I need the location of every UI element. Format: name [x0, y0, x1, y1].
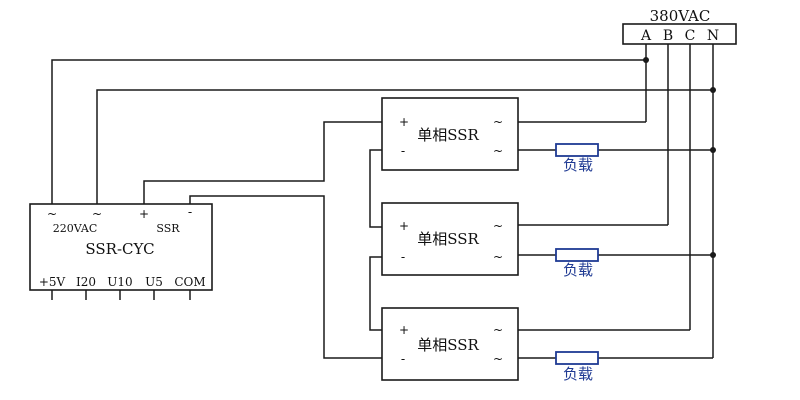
load-2: 负载 — [555, 248, 599, 279]
ssr-minus: - — [401, 144, 405, 158]
ssr-plus: + — [399, 219, 409, 233]
ssr-tilde-top: ~ — [493, 115, 503, 129]
junctions — [643, 57, 716, 258]
wire-supply-n — [96, 89, 713, 204]
controller-box — [29, 203, 213, 291]
wire-chain-1 — [369, 149, 382, 228]
ssr-minus: - — [401, 352, 405, 366]
controller-name: SSR-CYC — [85, 240, 154, 258]
wire-control-minus — [189, 195, 382, 359]
ssr-plus: + — [399, 323, 409, 337]
controller-ssr-label: SSR — [156, 222, 180, 235]
load-3: 负载 — [555, 351, 599, 383]
terminal-u10-label: U10 — [107, 275, 132, 289]
controller-minus: - — [188, 205, 192, 219]
terminal-i20-label: I20 — [76, 275, 96, 289]
load-label: 负载 — [563, 156, 593, 174]
load-label: 负载 — [563, 365, 593, 383]
load-label: 负载 — [563, 261, 593, 279]
terminal-com-label: COM — [174, 275, 205, 289]
controller-tilde-2: ~ — [92, 207, 102, 221]
ssr-plus: + — [399, 115, 409, 129]
ssr-tilde-top: ~ — [493, 219, 503, 233]
wire-control-plus — [143, 121, 382, 204]
ssr-label: 单相SSR — [417, 230, 479, 248]
ssr-module-3: + - ~ ~ 单相SSR — [381, 307, 519, 381]
terminal-5v-label: +5V — [39, 275, 66, 289]
source-title: 380VAC — [650, 7, 711, 25]
wire-chain-2 — [369, 256, 382, 331]
junction-dot — [710, 87, 716, 93]
ssr-tilde-top: ~ — [493, 323, 503, 337]
phase-b-label: B — [663, 28, 673, 44]
ssr-box — [381, 307, 519, 381]
ssr-label: 单相SSR — [417, 126, 479, 144]
junction-dot — [710, 252, 716, 258]
controller-supply-label: 220VAC — [53, 222, 98, 235]
wiring — [51, 44, 714, 359]
power-source: 380VAC A B C N — [622, 7, 737, 45]
load-resistor — [555, 351, 599, 365]
ssr-module-2: + - ~ ~ 单相SSR — [381, 202, 519, 276]
terminal-u5-label: U5 — [145, 275, 163, 289]
controller-plus: + — [139, 207, 149, 221]
phase-n-label: N — [707, 28, 719, 44]
ssr-box — [381, 202, 519, 276]
load-resistor — [555, 143, 599, 157]
wire-supply-l — [51, 59, 646, 204]
source-terminal-block — [622, 23, 737, 45]
ssr-minus: - — [401, 250, 405, 264]
ssr-tilde-bottom: ~ — [493, 250, 503, 264]
controller-tilde-1: ~ — [47, 207, 57, 221]
controller-ssr-cyc: ~ ~ + - 220VAC SSR SSR-CYC +5V I20 U10 U… — [29, 203, 213, 291]
load-1: 负载 — [555, 143, 599, 174]
ssr-tilde-bottom: ~ — [493, 352, 503, 366]
ssr-box — [381, 97, 519, 171]
load-resistor — [555, 248, 599, 262]
junction-dot — [710, 147, 716, 153]
junction-dot — [643, 57, 649, 63]
phase-a-label: A — [640, 28, 652, 44]
phase-c-label: C — [685, 28, 696, 44]
ssr-tilde-bottom: ~ — [493, 144, 503, 158]
ssr-module-1: + - ~ ~ 单相SSR — [381, 97, 519, 171]
ssr-label: 单相SSR — [417, 336, 479, 354]
